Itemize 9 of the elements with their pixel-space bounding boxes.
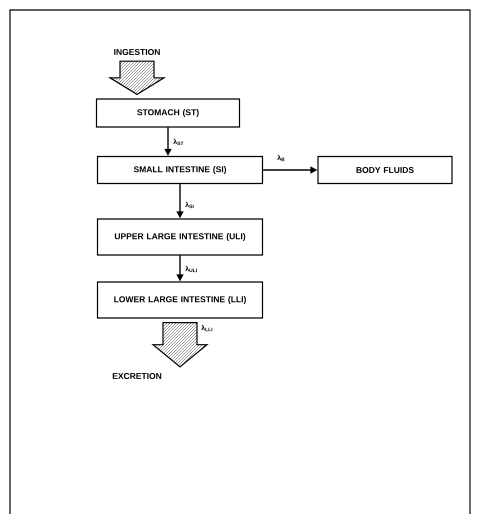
block-arrow — [108, 60, 166, 96]
process-box: STOMACH (ST) — [96, 98, 240, 128]
process-box: UPPER LARGE INTESTINE (ULI) — [96, 218, 264, 256]
process-box: SMALL INTESTINE (SI) — [96, 156, 264, 184]
process-box: BODY FLUIDS — [317, 156, 453, 184]
process-box: LOWER LARGE INTESTINE (LLI) — [96, 281, 264, 319]
block-arrow — [151, 322, 209, 368]
flow-label: EXCRETION — [112, 373, 162, 379]
flow-label: INGESTION — [114, 49, 160, 55]
